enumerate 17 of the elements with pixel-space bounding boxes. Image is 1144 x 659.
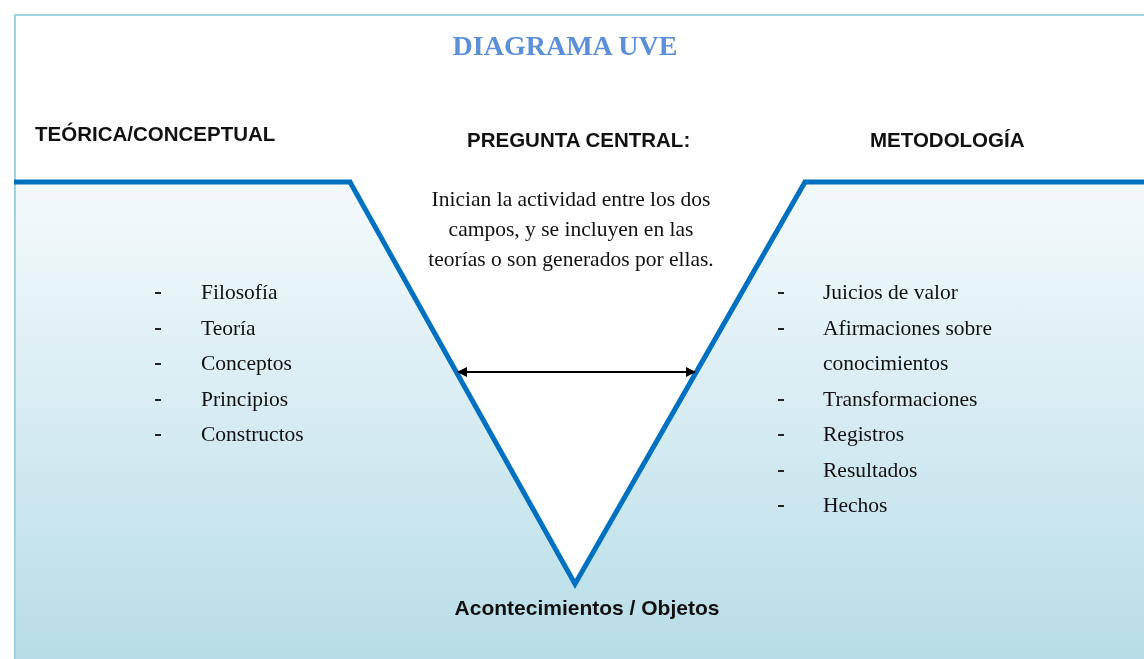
section-heading: PREGUNTA CENTRAL: bbox=[467, 128, 691, 152]
list-item: Hechos bbox=[823, 492, 889, 519]
section-heading: TEÓRICA/CONCEPTUAL bbox=[35, 122, 276, 146]
list-item: Afirmaciones sobre conocimientos bbox=[823, 314, 993, 377]
list-item: Filosofía bbox=[201, 279, 279, 306]
bottom-label: Acontecimientos / Objetos bbox=[453, 596, 721, 620]
list-item: Resultados bbox=[823, 456, 919, 484]
section-heading: METODOLOGÍA bbox=[870, 128, 1025, 152]
list-item: Conceptos bbox=[201, 350, 293, 377]
list-item: Constructos bbox=[201, 421, 305, 448]
list-item: Teoría bbox=[201, 314, 257, 342]
list-item: Registros bbox=[823, 421, 906, 448]
question-text: Inician la actividad entre los dos campos, y se incluyen en las teorías o son generados por ellas. bbox=[427, 186, 715, 273]
list-item: Principios bbox=[201, 385, 290, 413]
diagram-title: DIAGRAMA UVE bbox=[451, 30, 679, 62]
list-item: Transformaciones bbox=[823, 385, 979, 413]
list-item: Juicios de valor bbox=[823, 279, 959, 306]
